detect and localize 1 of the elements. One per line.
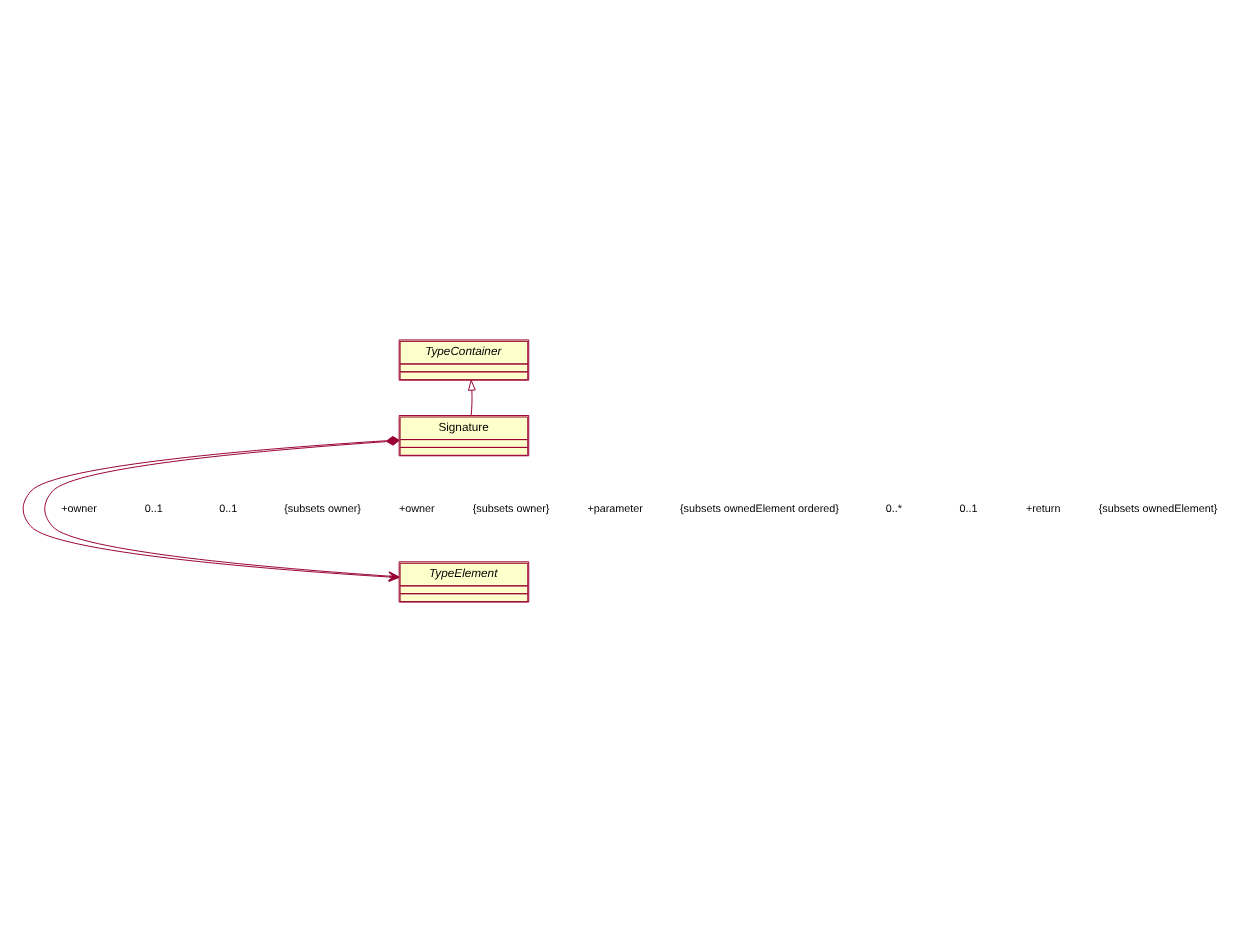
arrow bbox=[467, 378, 476, 415]
